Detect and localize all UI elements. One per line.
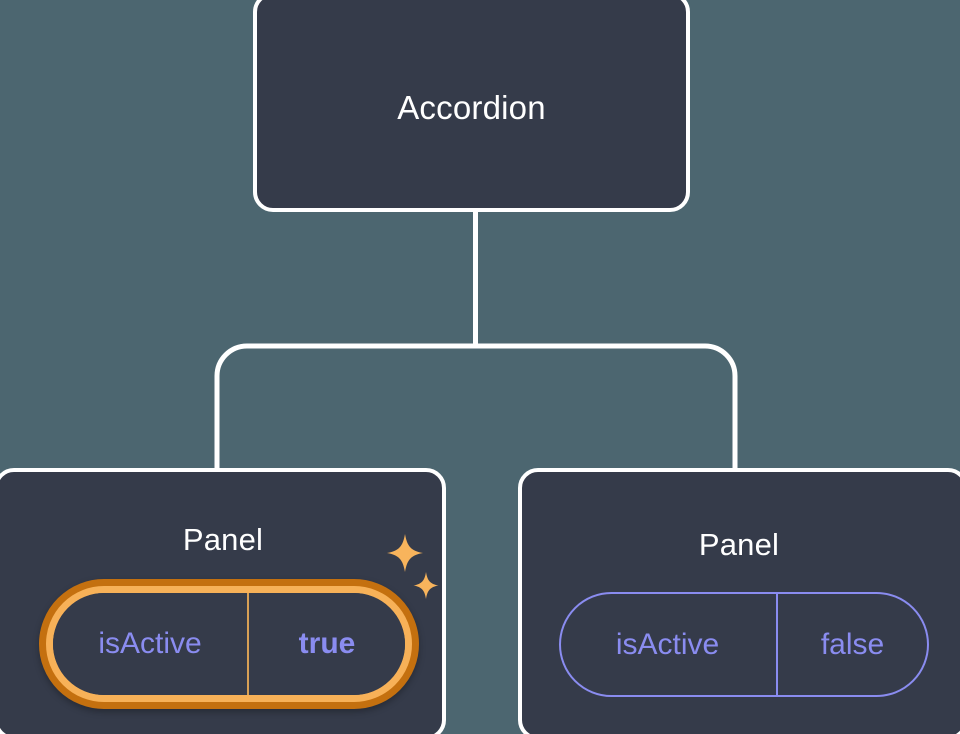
prop-badge-isactive-true[interactable]: isActive true [39,579,419,709]
prop-badge-isactive-false[interactable]: isActive false [559,592,929,697]
prop-name: isActive [561,594,778,695]
connector-branch-right [475,343,738,470]
prop-name: isActive [53,593,249,695]
node-accordion[interactable]: Accordion [253,0,690,212]
highlight-ring-outer [39,579,419,709]
node-panel-active[interactable]: Panel isActive true [0,468,446,734]
node-panel-inactive[interactable]: Panel isActive false [518,468,960,734]
node-accordion-title: Accordion [397,89,546,126]
node-panel-active-title: Panel [182,522,264,557]
prop-pill-active: isActive true [53,593,405,695]
prop-value: true [298,627,356,660]
prop-value: false [820,627,885,661]
highlight-ring-inner [46,586,412,702]
node-panel-inactive-title: Panel [698,527,780,562]
connector-branch-left [214,343,476,470]
